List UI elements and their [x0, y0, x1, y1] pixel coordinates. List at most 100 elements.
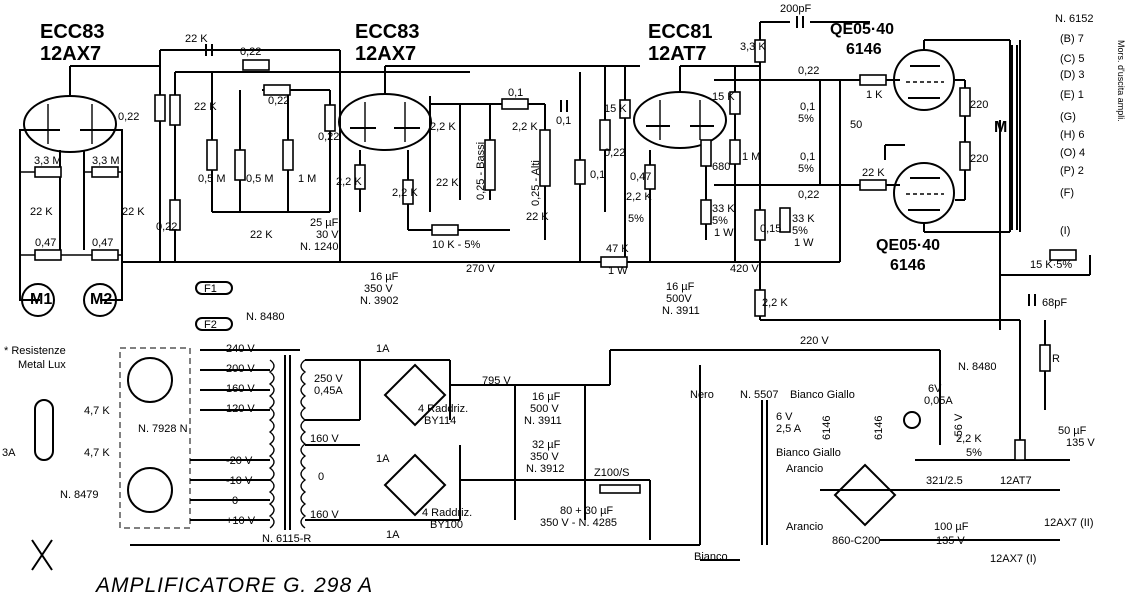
label-morsetti: Mors. d'uscita ampli.	[1116, 40, 1126, 122]
label-r22k-k: 22 K	[862, 167, 885, 179]
transformer-mains	[268, 355, 307, 530]
label-r-R: R	[1052, 353, 1060, 365]
label-c16u-c: 16 µF	[532, 391, 561, 403]
label-r22k-j: 2,2 K	[626, 191, 652, 203]
label-c200p: 200pF	[780, 3, 811, 15]
label-r01-a: 0,1	[508, 87, 523, 99]
label-v795: 795 V	[482, 375, 511, 387]
label-resistenze: * Resistenze	[4, 345, 66, 357]
label-pct5-d: 5%	[798, 113, 814, 125]
label-r22k-d: 2,2 K	[392, 187, 418, 199]
label-by114: BY114	[424, 415, 456, 427]
label-c47k-b: 4,7 K	[84, 447, 110, 459]
label-h12ax7-2: 12AX7 (II)	[1044, 517, 1094, 529]
tube-v5-alt: 6146	[890, 257, 926, 274]
label-c500v-a: 500V	[666, 293, 692, 305]
label-r22k-m: 2,2 K	[956, 433, 982, 445]
tube-v2-name: ECC83	[355, 21, 419, 43]
fuse-f1	[195, 281, 233, 295]
label-n3911-b: N. 3911	[524, 415, 562, 427]
label-v-p10: +10 V	[226, 515, 256, 527]
label-a005: 0,05A	[924, 395, 953, 407]
transformer-heater	[761, 400, 768, 545]
label-n3912: N. 3912	[526, 463, 565, 475]
label-pct5-a: 5%	[628, 213, 644, 225]
label-c500v-b: 500 V	[530, 403, 559, 415]
label-r22k-h: 22 K	[250, 229, 273, 241]
label-r15k5: 15 K·5%	[1030, 259, 1072, 271]
label-pct5-c: 5%	[792, 225, 808, 237]
label-f1a-a: 1A	[376, 343, 390, 355]
mains-fuse	[34, 399, 54, 461]
label-c68p: 68pF	[1042, 297, 1067, 309]
label-bianco-giallo-b: Bianco Giallo	[776, 447, 841, 459]
bridge-rectifier-by114	[383, 363, 447, 427]
label-v6-a: 6 V	[776, 411, 793, 423]
tap-f: (F)	[1060, 187, 1074, 199]
label-f2: F2	[204, 319, 217, 331]
label-r05m-b: 0,5 M	[246, 173, 274, 185]
meter-m2	[83, 283, 117, 317]
label-by100: BY100	[430, 519, 463, 531]
tube-v3-alt: 12AT7	[648, 43, 707, 65]
label-c50: 50	[850, 119, 862, 131]
label-v250: 250 V	[314, 373, 343, 385]
label-f1a-b: 1A	[376, 453, 390, 465]
tube-v1-alt: 12AX7	[40, 43, 101, 65]
label-a045: 0,45A	[314, 385, 343, 397]
tube-v5-6146	[893, 162, 955, 224]
resistor-parts	[34, 16, 1077, 461]
tap-i: (I)	[1060, 225, 1070, 237]
label-r22k-g: 22 K	[436, 177, 459, 189]
label-r047-b: 0,47	[92, 237, 113, 249]
label-r680: 680	[712, 161, 730, 173]
tap-h: (H) 6	[1060, 129, 1084, 141]
label-r220-b: 220	[970, 153, 988, 165]
tube-v1-ecc83	[23, 95, 117, 153]
label-r15k-a: 15 K	[604, 103, 627, 115]
label-pct5-b: 5%	[712, 215, 728, 227]
label-c350v-a: 350 V	[364, 283, 393, 295]
label-v160c: 160 V	[310, 509, 339, 521]
bridge-rectifier-by100	[383, 453, 447, 517]
label-r33k-a: 3,3 K	[740, 41, 766, 53]
tube-v2-ecc83	[338, 93, 432, 151]
label-n8480-a: N. 8480	[246, 311, 285, 323]
label-f3a: 3A	[2, 447, 16, 459]
label-r22k-e: 2,2 K	[430, 121, 456, 133]
label-bianco: Bianco	[694, 551, 728, 563]
tube-v2-alt: 12AX7	[355, 43, 416, 65]
label-n8479: N. 8479	[60, 489, 99, 501]
label-raddriz-a: 4 Raddriz.	[418, 403, 468, 415]
transformer-output	[1011, 45, 1018, 230]
label-w1-b: 1 W	[794, 237, 814, 249]
label-r022-f: 0,22	[604, 147, 625, 159]
mains-switch	[127, 467, 173, 513]
label-r33k-b: 33 K	[712, 203, 735, 215]
label-n6115: N. 6115-R	[262, 533, 311, 545]
label-r33m-a: 3,3 M	[34, 155, 62, 167]
label-h12at7: 12AT7	[1000, 475, 1032, 487]
label-v-m10: -10 V	[226, 475, 253, 487]
label-l321: 321/2.5	[926, 475, 963, 487]
tap-p: (P) 2	[1060, 165, 1084, 177]
label-n6152: N. 6152	[1055, 13, 1094, 25]
label-r022-a: 0,22	[240, 46, 261, 58]
tube-v3-name: ECC81	[648, 21, 712, 43]
tap-d: (D) 3	[1060, 69, 1084, 81]
label-r10k: 10 K - 5%	[432, 239, 481, 251]
label-v240: 240 V	[226, 343, 255, 355]
label-c8030: 80 + 30 µF	[560, 505, 613, 517]
voltage-selector	[127, 357, 173, 403]
label-r22k-f: 2,2 K	[512, 121, 538, 133]
label-v160b: 160 V	[310, 433, 339, 445]
label-v135-a: 135 V	[1066, 437, 1095, 449]
label-v0: 0	[232, 495, 238, 507]
tube-v5-name: QE05·40	[876, 237, 940, 254]
label-pct5-f: 5%	[966, 447, 982, 459]
bridge-rectifier-860	[833, 463, 897, 527]
label-r047-c: 0,47	[630, 171, 651, 183]
label-metal-lux: Metal Lux	[18, 359, 66, 371]
